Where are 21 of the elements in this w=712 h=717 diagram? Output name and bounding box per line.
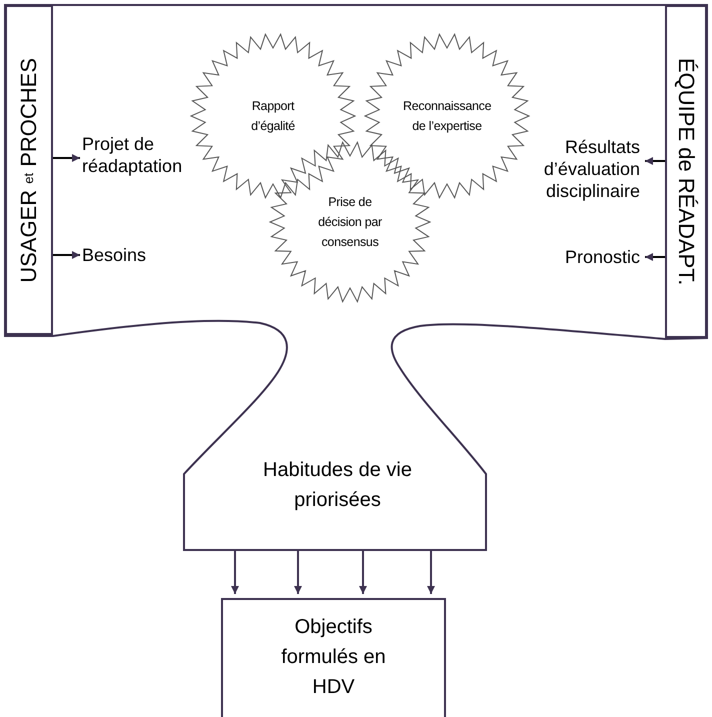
gear-label: Rapport d’égalité	[250, 98, 296, 135]
arrow	[53, 154, 80, 162]
arrow	[294, 550, 302, 594]
side-label: Pronostic	[530, 246, 640, 268]
gear-label: Reconnaissance de l’expertise	[402, 98, 492, 135]
arrow	[231, 550, 239, 594]
side-band	[665, 5, 707, 338]
band-title: ÉQUIPE de RÉADAPT.	[673, 58, 699, 286]
arrow	[645, 157, 665, 165]
arrow	[359, 550, 367, 594]
gear-label: Prise de décision par consensus	[317, 194, 383, 251]
side-band	[5, 5, 53, 335]
arrow	[53, 251, 80, 259]
arrow	[645, 253, 665, 261]
node-label: Habitudes de vie priorisées	[262, 458, 413, 513]
side-label: Besoins	[82, 244, 182, 266]
process-box	[221, 598, 446, 717]
arrow	[427, 550, 435, 594]
node-label: Objectifs formulés en HDV	[280, 615, 387, 700]
side-label: Résultats d’évaluation disciplinaire	[490, 136, 640, 202]
side-label: Projet de réadaptation	[82, 133, 207, 177]
